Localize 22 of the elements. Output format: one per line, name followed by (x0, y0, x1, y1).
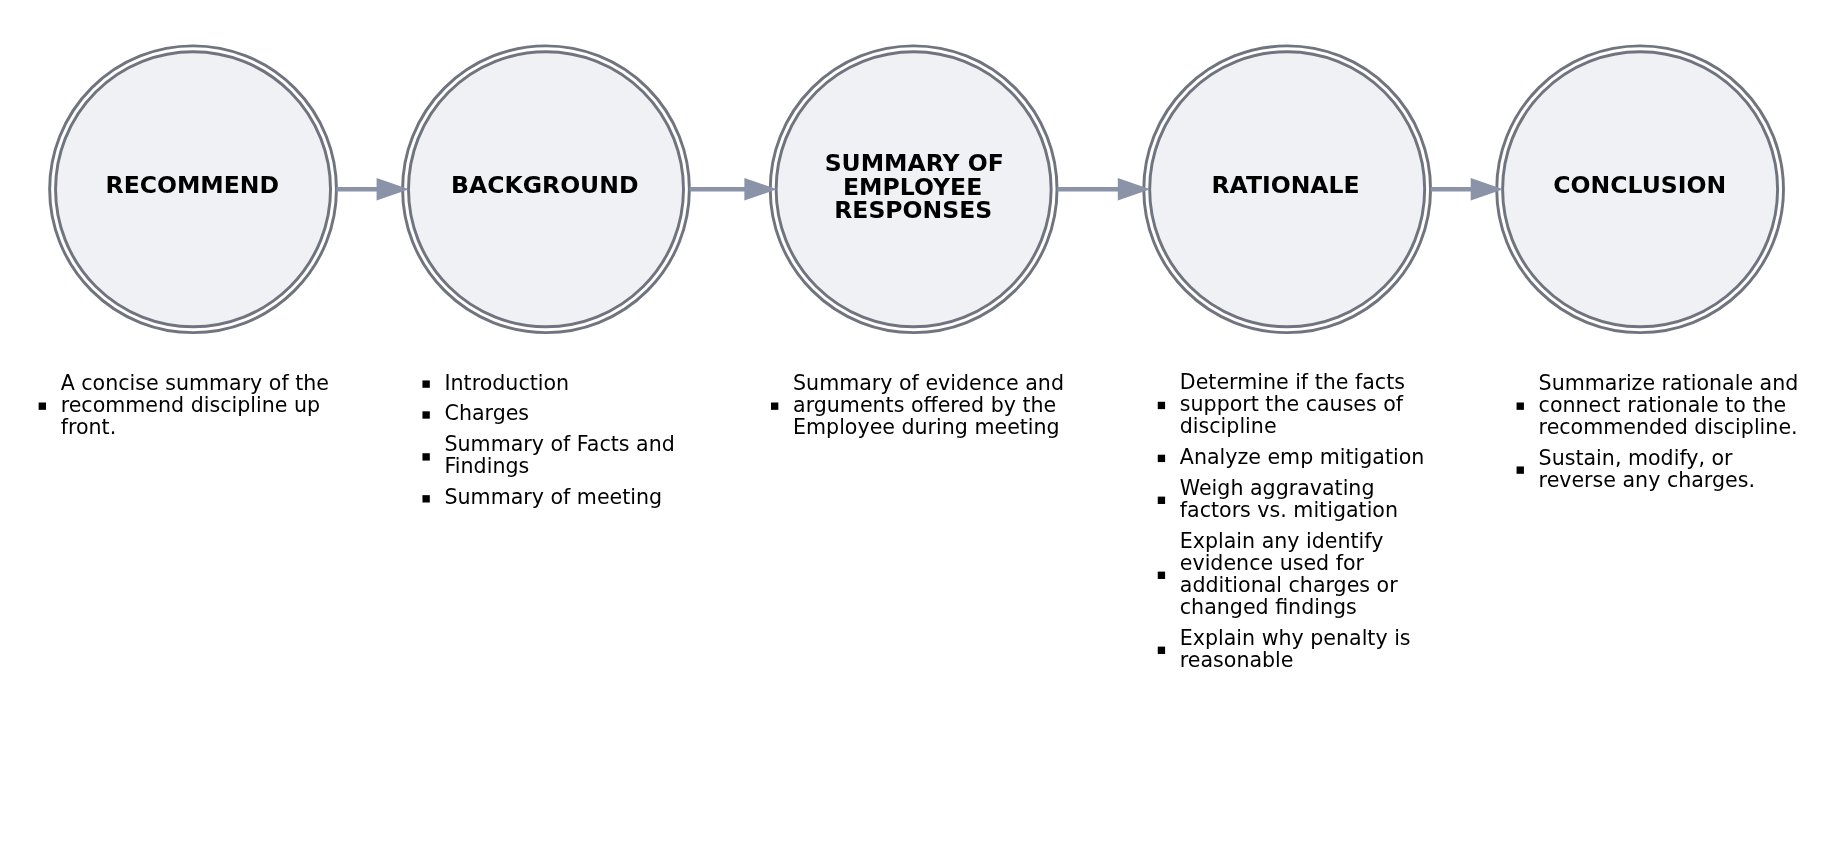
node-label: Summary of Facts and Findings (444, 432, 675, 479)
node-label: Summary of meeting (444, 485, 663, 510)
node-circle: CONCLUSION (1495, 44, 1785, 335)
node-label: Weigh aggravating factors vs. mitigation (1179, 475, 1398, 522)
node-label: Determine if the facts support the causes of discipline (1179, 369, 1405, 438)
node-label: Analyze emp mitigation (1179, 444, 1425, 469)
node-label: Explain any identify evidence used for additional charges or changed findings (1179, 528, 1398, 619)
node-circle: BACKGROUND (401, 44, 691, 335)
arrow (1430, 177, 1504, 201)
arrow (689, 177, 777, 201)
node-circle: RECOMMEND (48, 44, 338, 335)
node-label: Introduction (444, 370, 570, 395)
node-circle: SUMMARY OF EMPLOYEE RESPONSES (768, 44, 1059, 335)
node-label: Summarize rationale and connect rationale to the recommended discipline. (1538, 370, 1799, 439)
arrow (1057, 177, 1151, 201)
node-label: A concise summary of the recommend discipline up front. (60, 370, 329, 439)
node-label: Charges (444, 401, 530, 426)
node-circle: RATIONALE (1142, 44, 1432, 335)
node-label: Sustain, modify, or reverse any charges. (1538, 445, 1755, 492)
node-label: Explain why penalty is reasonable (1179, 625, 1411, 672)
node-label: Summary of evidence and arguments offered by the Employee during meeting (793, 370, 1064, 439)
arrow (336, 177, 409, 201)
